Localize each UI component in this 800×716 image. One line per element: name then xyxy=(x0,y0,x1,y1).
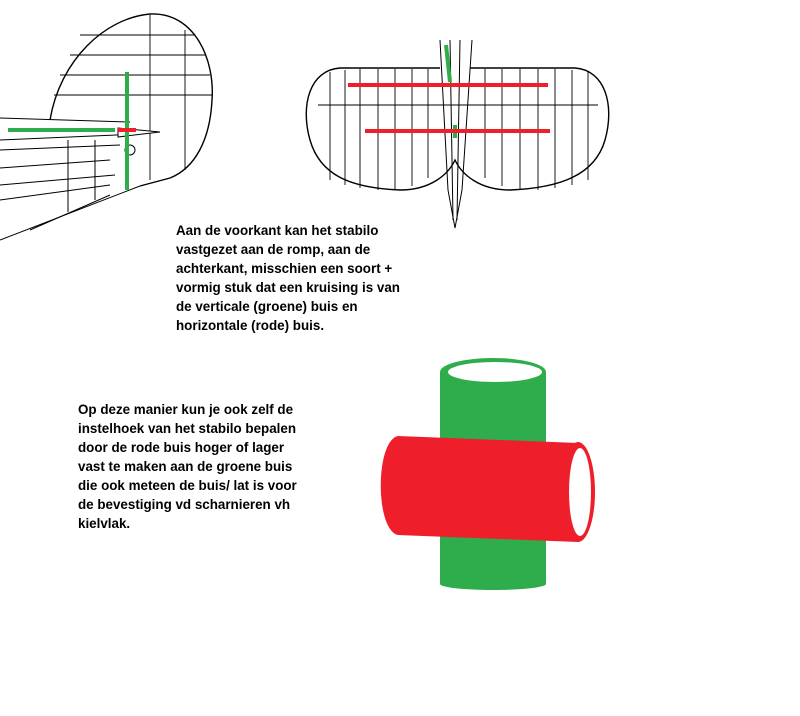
note-bottom-line: vast te maken aan de groene buis xyxy=(78,459,293,474)
fuselage-lines xyxy=(0,117,161,241)
note-top: Aan de voorkant kan het stabilo vastgeze… xyxy=(176,221,436,335)
note-bottom: Op deze manier kun je ook zelf de instel… xyxy=(78,400,348,533)
fin-outline xyxy=(49,13,213,187)
tube-cross-illustration xyxy=(380,358,595,590)
green-tube-top xyxy=(444,44,452,83)
note-bottom-line: die ook meteen de buis/ lat is voor xyxy=(78,478,297,493)
stabilizer-outline xyxy=(305,67,610,191)
note-top-line: Aan de voorkant kan het stabilo xyxy=(176,223,379,238)
note-bottom-line: instelhoek van het stabilo bepalen xyxy=(78,421,297,436)
note-top-line: de verticale (groene) buis en xyxy=(176,299,358,314)
note-top-line: achterkant, misschien een soort + xyxy=(176,261,393,276)
note-bottom-line: door de rode buis hoger of lager xyxy=(78,440,285,455)
tail-side-view xyxy=(0,13,213,241)
note-top-line: vastgezet aan de romp, aan de xyxy=(176,242,371,257)
red-cylinder-body xyxy=(380,436,578,542)
green-cylinder-bottom xyxy=(440,578,546,590)
green-cylinder-opening xyxy=(448,362,542,382)
stabilizer-ribs xyxy=(318,69,598,190)
stabilizer-top-view xyxy=(305,39,610,229)
note-bottom-line: kielvlak. xyxy=(78,516,131,531)
note-bottom-line: de bevestiging vd scharnieren vh xyxy=(78,497,291,512)
note-top-line: horizontale (rode) buis. xyxy=(176,318,325,333)
fin-ribs xyxy=(54,15,212,180)
note-top-line: vormig stuk dat een kruising is van xyxy=(176,280,400,295)
red-cylinder-opening xyxy=(569,448,591,536)
note-bottom-line: Op deze manier kun je ook zelf de xyxy=(78,402,294,417)
